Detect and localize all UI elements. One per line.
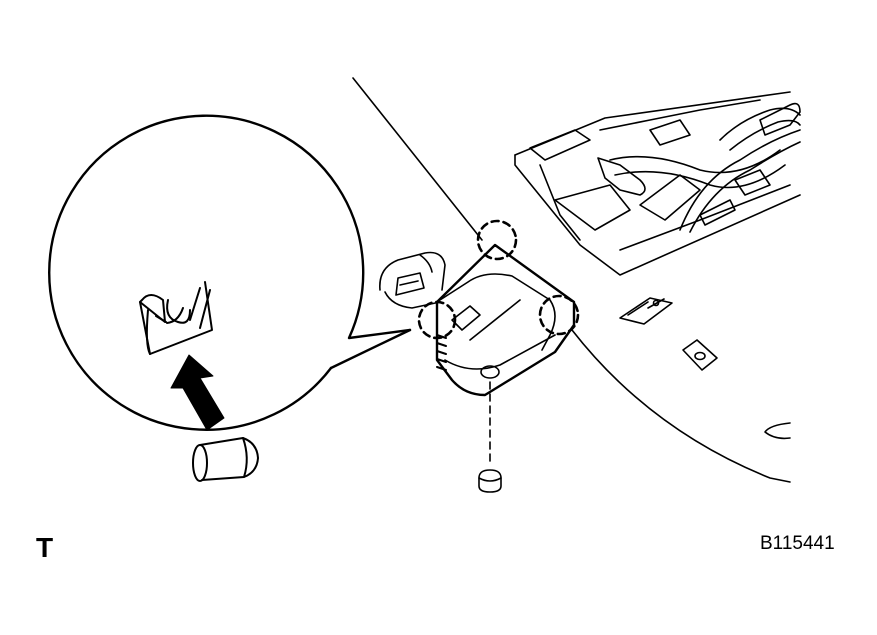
pin-icon xyxy=(193,438,258,481)
push-arrow-icon xyxy=(171,355,224,430)
connector xyxy=(380,253,445,309)
clip-marker-right xyxy=(540,296,578,334)
detail-callout xyxy=(49,116,410,430)
clip-location-markers xyxy=(419,221,578,338)
panel-slot-3 xyxy=(765,423,790,438)
module-cover xyxy=(437,245,574,395)
bolt-icon xyxy=(479,382,501,492)
clip-marker-left xyxy=(419,302,455,338)
figure-id: B115441 xyxy=(760,533,835,554)
clip-marker-top xyxy=(478,221,516,259)
clip-icon xyxy=(140,282,212,354)
orientation-mark: T xyxy=(36,532,54,563)
harness-compartment xyxy=(515,92,800,275)
panel-slot-1 xyxy=(620,298,672,324)
panel-slot-2 xyxy=(683,340,717,370)
body-panel-outline xyxy=(353,78,790,482)
